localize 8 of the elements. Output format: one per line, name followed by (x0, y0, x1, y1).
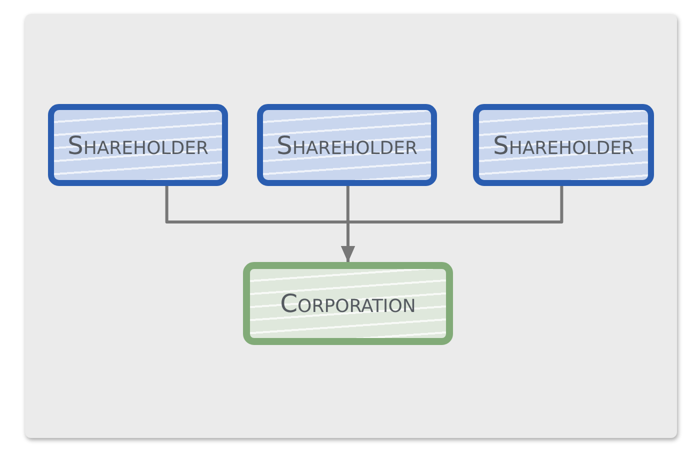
process-box (243, 262, 453, 345)
process-box (257, 104, 437, 186)
node-label: Shareholder (67, 130, 209, 160)
node-label: Shareholder (492, 130, 634, 160)
node-label: Shareholder (276, 130, 418, 160)
process-box (473, 104, 654, 186)
process-box (48, 104, 228, 186)
node-label: Corporation (280, 289, 416, 318)
